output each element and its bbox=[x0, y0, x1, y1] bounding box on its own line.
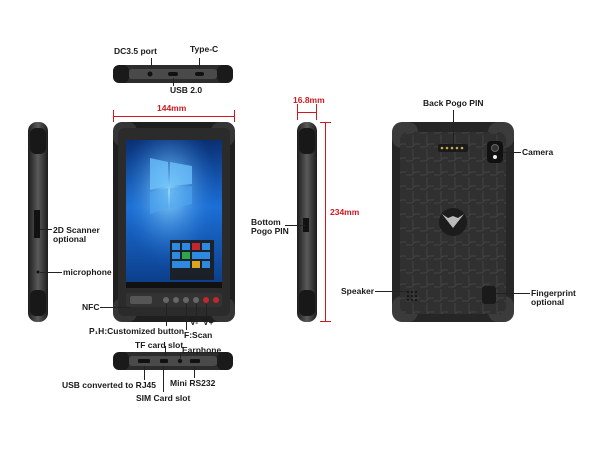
back-view bbox=[392, 122, 514, 322]
v-minus-label: V- bbox=[190, 317, 199, 327]
thickness-dim-tick-right bbox=[316, 104, 317, 120]
leader-dc-port bbox=[151, 58, 152, 68]
leader-sim-slot bbox=[163, 366, 164, 392]
tf-slot-label: TF card slot bbox=[135, 340, 184, 350]
microphone-label: microphone bbox=[63, 267, 112, 277]
nfc-label: NFC bbox=[82, 302, 100, 312]
earphone-label: Earphone bbox=[182, 345, 222, 355]
ph-button-label: P₁H:Customized button bbox=[89, 326, 185, 336]
left-side-view bbox=[28, 122, 48, 322]
height-dim-tick-top bbox=[320, 122, 331, 123]
leader-v-plus bbox=[206, 304, 207, 316]
scanner-label-line2: optional bbox=[53, 234, 87, 244]
usb-rj45-label: USB converted to RJ45 bbox=[62, 380, 156, 390]
leader-speaker bbox=[375, 291, 407, 292]
leader-usb20 bbox=[173, 78, 174, 86]
leader-f-scan bbox=[186, 304, 187, 330]
fingerprint-label-line1: Fingerprint bbox=[531, 288, 576, 298]
leader-microphone bbox=[40, 272, 62, 273]
speaker-label: Speaker bbox=[341, 286, 375, 296]
leader-nfc bbox=[100, 307, 130, 308]
scanner-label-line1: 2D Scanner bbox=[53, 225, 100, 235]
thickness-dim-tick-left bbox=[297, 104, 298, 120]
leader-fingerprint bbox=[496, 293, 530, 294]
bottom-edge-view bbox=[113, 352, 233, 370]
leader-usb-rj45 bbox=[144, 366, 145, 380]
width-dim-tick-right bbox=[234, 110, 235, 122]
f-scan-label: F:Scan bbox=[184, 330, 213, 340]
camera-label: Camera bbox=[522, 147, 554, 157]
sim-slot-label: SIM Card slot bbox=[136, 393, 191, 403]
thickness-dimension-line bbox=[297, 112, 317, 113]
front-view bbox=[113, 122, 235, 322]
dc-port-label: DC3.5 port bbox=[114, 46, 157, 56]
height-dimension-line bbox=[325, 122, 326, 322]
thickness-dimension: 16.8mm bbox=[293, 95, 325, 105]
leader-scanner bbox=[40, 229, 52, 230]
leader-bottom-pogo bbox=[285, 225, 305, 226]
leader-tf-slot bbox=[165, 346, 166, 356]
width-dimension: 144mm bbox=[157, 103, 187, 113]
leader-v-minus bbox=[196, 304, 197, 316]
leader-ph-button bbox=[166, 304, 167, 326]
height-dim-tick-bottom bbox=[320, 321, 331, 322]
bottom-pogo-label-line2: Pogo PIN bbox=[251, 226, 289, 236]
back-pogo-label: Back Pogo PIN bbox=[423, 98, 484, 108]
leader-camera bbox=[503, 152, 521, 153]
leader-earphone bbox=[180, 352, 181, 358]
type-c-label: Type-C bbox=[190, 44, 219, 54]
usb20-label: USB 2.0 bbox=[170, 85, 203, 95]
fingerprint-label-line2: optional bbox=[531, 297, 565, 307]
v-plus-label: V+ bbox=[203, 317, 214, 327]
top-edge-view bbox=[113, 65, 233, 83]
right-side-view bbox=[297, 122, 317, 322]
width-dim-tick-left bbox=[113, 110, 114, 122]
leader-back-pogo bbox=[453, 110, 454, 144]
width-dimension-line bbox=[113, 116, 235, 117]
leader-mini-rs232 bbox=[194, 366, 195, 378]
leader-type-c bbox=[199, 58, 200, 68]
mini-rs232-label: Mini RS232 bbox=[170, 378, 216, 388]
bottom-pogo-label-line1: Bottom bbox=[251, 217, 281, 227]
height-dimension: 234mm bbox=[330, 207, 360, 217]
